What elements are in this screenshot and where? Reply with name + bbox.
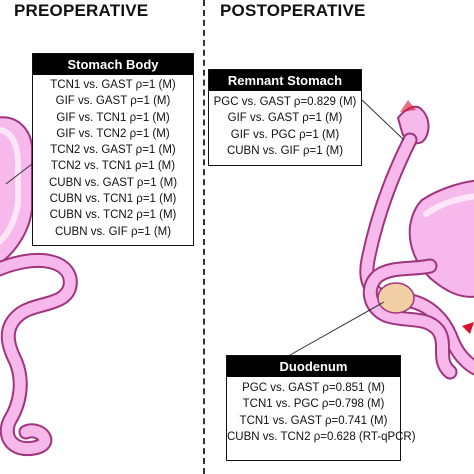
preop-stomach-inner <box>0 127 21 245</box>
correlation-item: CUBN vs. TCN2 ρ=1 (M) <box>49 209 177 222</box>
correlation-item: CUBN vs. TCN2 ρ=0.628 (RT-qPCR) <box>227 430 416 443</box>
correlation-item: GIF vs. TCN2 ρ=1 (M) <box>56 127 170 140</box>
duodenum-correlation-list: PGC vs. GAST ρ=0.851 (M) TCN1 vs. PGC ρ=… <box>227 377 416 445</box>
remnant-stomach-correlation-list: PGC vs. GAST ρ=0.829 (M) GIF vs. GAST ρ=… <box>209 91 361 159</box>
stomach-body-title: Stomach Body <box>33 54 193 75</box>
stomach-body-correlation-list: TCN1 vs. GAST ρ=1 (M) GIF vs. GAST ρ=1 (… <box>33 75 193 240</box>
remnant-callout-line <box>361 99 405 141</box>
duodenum-bulb <box>377 282 415 314</box>
duodenum-title: Duodenum <box>227 356 400 377</box>
correlation-item: GIF vs. GAST ρ=1 (M) <box>227 112 343 125</box>
stomach-body-box: Stomach Body TCN1 vs. GAST ρ=1 (M) GIF v… <box>32 53 194 246</box>
correlation-item: TCN1 vs. GAST ρ=0.741 (M) <box>239 414 388 427</box>
bypassed-stomach-inner <box>423 193 474 217</box>
correlation-item: GIF vs. PGC ρ=1 (M) <box>230 128 340 141</box>
correlation-item: TCN2 vs. TCN1 ρ=1 (M) <box>50 160 176 173</box>
correlation-item: TCN1 vs. PGC ρ=0.798 (M) <box>242 398 385 411</box>
duodenum-loop-fill <box>364 260 456 378</box>
preoperative-heading: PREOPERATIVE <box>14 1 149 20</box>
correlation-item: GIF vs. TCN1 ρ=1 (M) <box>56 111 170 124</box>
preop-intestine-fill <box>0 254 76 455</box>
correlation-item: TCN2 vs. GAST ρ=1 (M) <box>50 144 176 157</box>
correlation-item: PGC vs. GAST ρ=0.851 (M) <box>242 382 385 394</box>
correlation-item: CUBN vs. GAST ρ=1 (M) <box>48 176 178 189</box>
remnant-stomach-box: Remnant Stomach PGC vs. GAST ρ=0.829 (M)… <box>208 69 362 166</box>
postoperative-heading: POSTOPERATIVE <box>220 1 366 20</box>
correlation-item: CUBN vs. TCN1 ρ=1 (M) <box>49 193 177 206</box>
correlation-item: CUBN vs. GIF ρ=1 (M) <box>54 225 172 238</box>
anastomosis-marker <box>462 322 474 334</box>
preop-callout-line <box>5 163 33 185</box>
remnant-stomach-tip <box>400 100 416 112</box>
correlation-item: TCN1 vs. GAST ρ=1 (M) <box>50 79 176 91</box>
section-divider <box>203 0 205 474</box>
duodenum-callout-line <box>289 301 385 356</box>
duodenum-box: Duodenum PGC vs. GAST ρ=0.851 (M) TCN1 v… <box>226 355 416 461</box>
correlation-item: GIF vs. GAST ρ=1 (M) <box>55 95 171 108</box>
correlation-item: PGC vs. GAST ρ=0.829 (M) <box>213 96 357 108</box>
postoperative-anatomy-illustration <box>289 99 474 380</box>
remnant-stomach-title: Remnant Stomach <box>209 70 361 91</box>
preoperative-stomach-illustration <box>0 116 78 457</box>
correlation-item: CUBN vs. GIF ρ=1 (M) <box>226 144 344 157</box>
